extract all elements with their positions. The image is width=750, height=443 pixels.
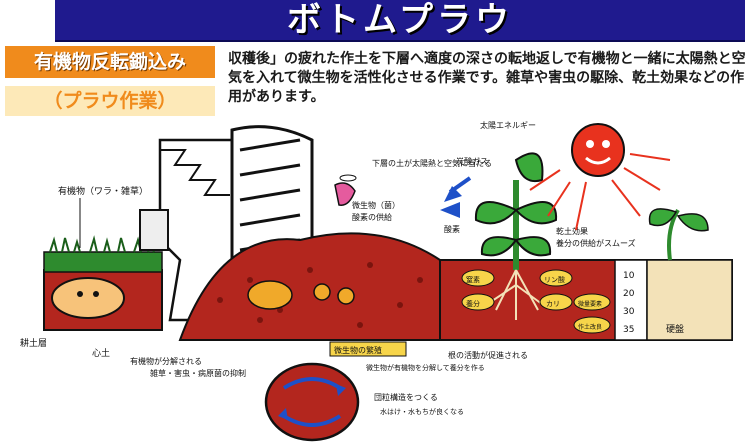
subsoil-label: 心土 <box>92 347 110 359</box>
svg-text:10: 10 <box>623 271 635 281</box>
weed-pest-label: 雑草・害虫・病原菌の抑制 <box>150 368 246 378</box>
svg-text:窒素: 窒素 <box>466 275 480 284</box>
plowing-illustration: 有機物（ワラ・雑草） 耕土層 心土 下層の土が太陽熱と空気に当たる 微生物（菌）… <box>20 120 733 442</box>
plant-roots <box>485 269 547 320</box>
organic-decompose-label: 有機物が分解される <box>130 356 202 366</box>
svg-text:リン酸: リン酸 <box>544 275 565 284</box>
oxygen-label: 酸素 <box>444 224 460 234</box>
lower-layer-note: 下層の土が太陽熱と空気に当たる <box>372 158 492 168</box>
aggregate-diagram: 微生物の繁殖 微生物が有機物を分解して養分を作る 団粒構造をつくる 水はけ・水も… <box>264 341 485 442</box>
soil-mound <box>178 232 441 341</box>
grass-layer <box>43 251 163 273</box>
hard-soil-block <box>646 259 733 341</box>
aggregate-circle <box>264 362 360 442</box>
svg-text:微量要素: 微量要素 <box>578 300 602 308</box>
co2-label: 炭酸ガス <box>456 156 488 166</box>
svg-text:20: 20 <box>623 289 635 299</box>
oxygen-arrow-icon <box>440 202 460 218</box>
subtitle-label: 有機物反転鋤込み <box>5 46 215 78</box>
svg-text:30: 30 <box>623 307 635 317</box>
worm-critter-icon <box>51 277 125 319</box>
svg-text:微生物の繁殖: 微生物の繁殖 <box>334 345 382 355</box>
nutrient-supply-label: 養分の供給がスムーズ <box>556 238 636 248</box>
description-text: 収穫後」の疲れた作土を下層へ適度の深さの転地返しで有機物と一緒に太陽熱と空気を入… <box>228 51 746 105</box>
plant-leaf-icon <box>514 152 544 182</box>
mycorrhiza-note: 微生物が有機物を分解して養分を作る <box>366 363 485 372</box>
svg-text:養分: 養分 <box>466 299 480 308</box>
microbes-label: 微生物（菌） <box>352 200 400 210</box>
dry-soil-label: 乾土効果 <box>556 226 588 236</box>
soil-tags: 窒素 養分 リン酸 カリ 微量要素 作土改良 <box>461 269 611 334</box>
organic-matter-label: 有機物（ワラ・雑草） <box>58 185 148 197</box>
depth-scale <box>614 259 648 341</box>
soil-surface-label: 耕土層 <box>20 337 47 349</box>
solar-energy-label: 太陽エネルギー <box>480 120 536 130</box>
hard-soil-label: 硬盤 <box>666 323 684 335</box>
microbe-breeding-tag <box>329 341 407 357</box>
svg-text:カリ: カリ <box>546 300 560 308</box>
left-field: 有機物（ワラ・雑草） 耕土層 心土 下層の土が太陽熱と空気に当たる 微生物（菌）… <box>20 120 733 442</box>
oxygen-supply-label: 酸素の供給 <box>352 212 392 222</box>
page-title: ボトムプラウ <box>287 0 513 40</box>
aggregate-label: 団粒構造をつくる <box>374 392 438 402</box>
right-field: 10 20 30 35 硬盤 窒素 養分 リン酸 カリ 微量要素 作土改良 <box>439 152 733 360</box>
aggregate-note: 水はけ・水もちが良くなる <box>380 407 464 416</box>
svg-text:35: 35 <box>623 325 634 335</box>
title-banner: ボトムプラウ <box>55 0 745 40</box>
root-note-label: 根の活動が促進される <box>448 350 528 360</box>
svg-text:作土改良: 作土改良 <box>578 323 602 331</box>
sun-icon: 太陽エネルギー <box>480 120 671 231</box>
worm-angel-icon <box>334 182 356 206</box>
subtitle-paren-label: （プラウ作業） <box>5 86 215 116</box>
turned-soil-mound: 下層の土が太陽熱と空気に当たる 微生物（菌） 酸素の供給 有機物が分解される 雑… <box>130 158 492 378</box>
